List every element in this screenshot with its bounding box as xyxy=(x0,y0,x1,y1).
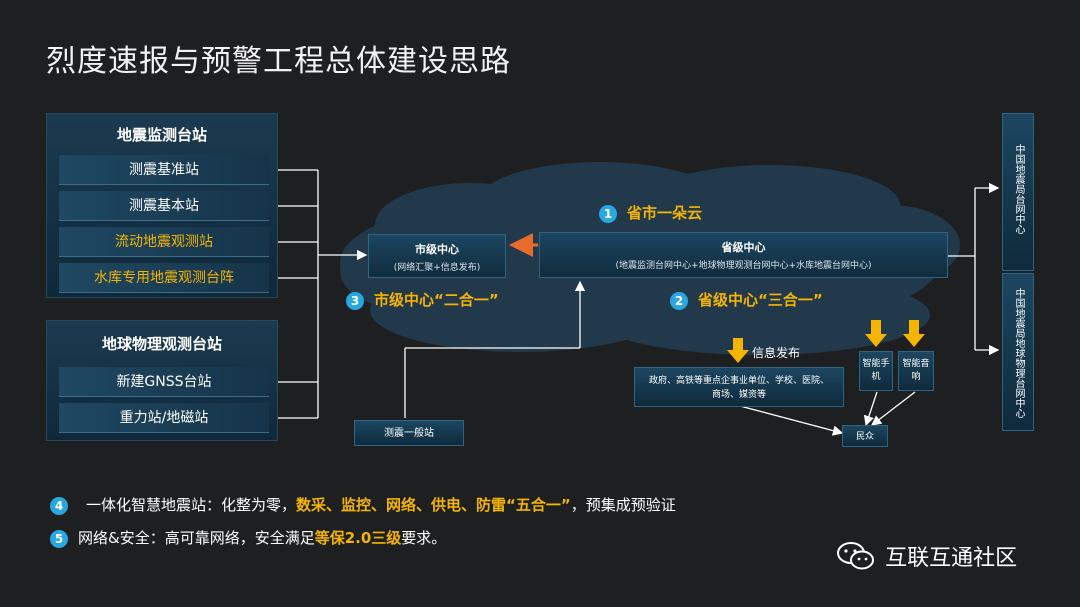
number-badge: 3 xyxy=(346,291,364,310)
geophysics-stations-group: 地球物理观测台站 新建GNSS台站 重力站/地磁站 xyxy=(46,320,278,441)
note-2: 2 省级中心“三合一” xyxy=(670,289,823,310)
number-badge: 2 xyxy=(670,291,688,310)
seismic-stations-group: 地震监测台站 测震基准站 测震基本站 流动地震观测站 水库专用地震观测台阵 xyxy=(46,113,278,298)
city-center-sub: (网络汇聚+信息发布) xyxy=(393,263,481,273)
note-text: 省市一朵云 xyxy=(627,204,703,222)
city-center-title: 市级中心 xyxy=(415,243,459,256)
station-item: 测震基准站 xyxy=(59,155,269,185)
info-targets-box: 政府、高铁等重点企事业单位、学校、医院、商场、媒资等 xyxy=(634,367,844,407)
province-center-box: 省级中心 (地震监测台网中心+地球物理观测台网中心+水库地震台网中心) xyxy=(539,232,948,278)
note-3: 3 市级中心“二合一” xyxy=(346,289,499,310)
smart-speaker-box: 智能音响 xyxy=(898,351,934,391)
station-item: 流动地震观测站 xyxy=(59,227,269,257)
watermark: 互联互通社区 xyxy=(836,540,1017,572)
note-text: 省级中心“三合一” xyxy=(698,291,823,309)
station-item: 重力站/地磁站 xyxy=(59,403,269,433)
group-title: 地球物理观测台站 xyxy=(101,335,222,353)
station-item: 水库专用地震观测台阵 xyxy=(59,263,269,293)
province-center-sub: (地震监测台网中心+地球物理观测台网中心+水库地震台网中心) xyxy=(615,261,872,271)
yellow-down-arrows xyxy=(727,320,925,363)
cea-geophysics-center-box: 中国地震局地球物理台网中心 xyxy=(1002,273,1034,431)
province-center-title: 省级中心 xyxy=(721,241,766,254)
line-suffix: 要求。 xyxy=(401,529,447,547)
city-center-box: 市级中心 (网络汇聚+信息发布) xyxy=(368,234,506,278)
page-title: 烈度速报与预警工程总体建设思路 xyxy=(46,44,511,79)
smart-phone-box: 智能手机 xyxy=(859,351,893,391)
bottom-line-5: 5 网络&安全：高可靠网络，安全满足等保2.0三级要求。 xyxy=(50,527,446,548)
number-badge: 4 xyxy=(50,496,68,515)
bottom-line-4: 4 一体化智慧地震站：化整为零，数采、监控、网络、供电、防雷“五合一”，预集成预验… xyxy=(50,494,676,515)
note-text: 市级中心“二合一” xyxy=(374,291,499,309)
vertical-label: 中国地震局台网中心 xyxy=(1013,144,1024,234)
station-item: 新建GNSS台站 xyxy=(59,367,269,397)
vertical-label: 中国地震局地球物理台网中心 xyxy=(1013,288,1024,418)
cea-network-center-box: 中国地震局台网中心 xyxy=(1002,113,1034,271)
number-badge: 5 xyxy=(50,529,68,548)
line-prefix: 一体化智慧地震站：化整为零， xyxy=(86,496,297,514)
line-highlight: 等保2.0三级 xyxy=(314,529,402,547)
note-1: 1 省市一朵云 xyxy=(599,202,702,223)
number-badge: 1 xyxy=(599,204,617,223)
station-item: 测震基本站 xyxy=(59,191,269,221)
line-highlight: 数采、监控、网络、供电、防雷“五合一” xyxy=(296,496,571,514)
group-title: 地震监测台站 xyxy=(116,126,207,144)
line-prefix: 网络&安全：高可靠网络，安全满足 xyxy=(78,529,315,547)
watermark-text: 互联互通社区 xyxy=(885,546,1018,571)
line-suffix: ，预集成预验证 xyxy=(570,496,676,514)
info-publish-label: 信息发布 xyxy=(752,346,801,360)
general-station-box: 测震一般站 xyxy=(354,420,464,446)
wechat-icon xyxy=(837,542,874,570)
public-box: 民众 xyxy=(842,425,888,447)
